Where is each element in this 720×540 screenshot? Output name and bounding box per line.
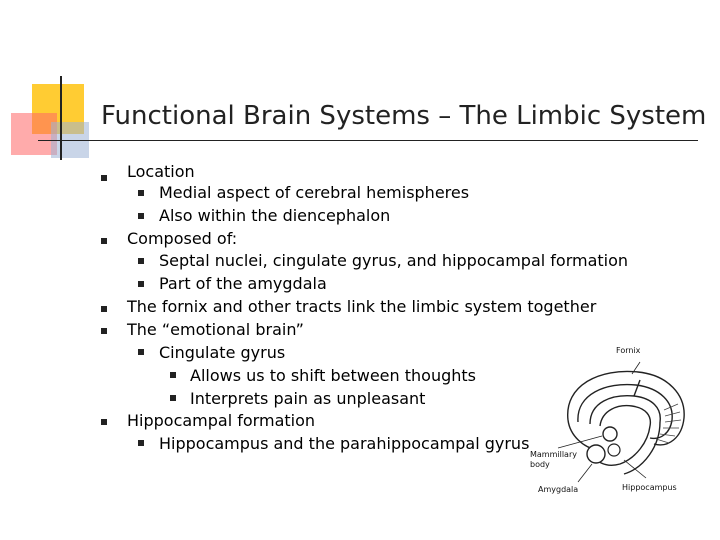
bullet-marker [138,190,144,196]
fornix-pointer [631,361,641,375]
bullet-marker [138,213,144,219]
title-underline-rule [38,140,698,141]
amygdala-label: Amygdala [538,485,578,494]
bullet-emotional-brain: The “emotional brain” [127,320,304,339]
bullet-location: Location [127,162,195,181]
sub-bullet-hippocampus: Hippocampus and the parahippocampal gyru… [159,434,530,453]
amygdala-shape [586,444,606,464]
hippocampus-head-shape [607,443,621,457]
sub-bullet-amygdala-part: Part of the amygdala [159,274,327,293]
accent-square-red [11,113,57,155]
sub-bullet-diencephalon: Also within the diencephalon [159,206,391,225]
amygdala-pointer [577,463,593,483]
bullet-marker [138,440,144,446]
mammillary-label: Mammillary [530,450,577,459]
bullet-fornix-tracts: The fornix and other tracts link the lim… [127,297,597,316]
bullet-marker [138,349,144,355]
hippocampus-label: Hippocampus [622,483,677,492]
limbic-system-diagram: Fornix Mammillary body Amygdala Hippocam… [530,346,685,494]
bullet-marker [101,175,107,181]
bullet-marker [101,419,107,425]
bullet-marker [101,238,107,244]
bullet-hippocampal-formation: Hippocampal formation [127,411,316,430]
sub-bullet-cingulate-gyrus: Cingulate gyrus [159,343,286,362]
mammillary-body-shape [602,426,618,442]
bullet-marker [138,281,144,287]
sub-bullet-septal-nuclei: Septal nuclei, cingulate gyrus, and hipp… [159,251,629,270]
sub-sub-bullet-pain: Interprets pain as unpleasant [190,389,426,408]
bullet-marker [101,328,107,334]
hippocampus-hatching [655,403,682,444]
limbic-structure-outline [567,370,685,475]
bullet-marker [101,306,107,312]
mammillary-pointer [557,435,603,449]
slide-title: Functional Brain Systems – The Limbic Sy… [101,101,707,131]
sub-bullet-medial-aspect: Medial aspect of cerebral hemispheres [159,183,470,202]
bullet-marker [170,395,176,401]
bullet-composed-of: Composed of: [127,229,238,248]
body-label: body [530,460,550,469]
sub-sub-bullet-shift-thoughts: Allows us to shift between thoughts [190,366,476,385]
title-vertical-rule [60,76,62,160]
fornix-label: Fornix [616,346,641,355]
hippocampus-pointer [623,459,647,479]
bullet-marker [138,258,144,264]
bullet-marker [170,372,176,378]
